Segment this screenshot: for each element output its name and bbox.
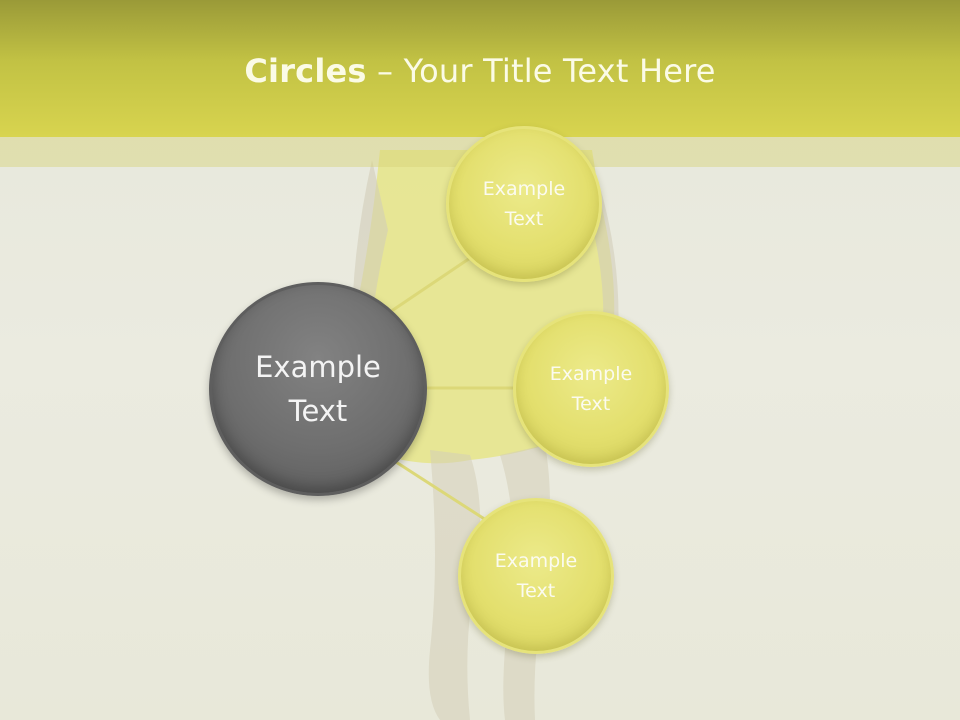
satellite-circle-label: Example Text: [494, 550, 578, 602]
center-circle[interactable]: Example Text: [209, 282, 427, 496]
slide-title-bold: Circles: [244, 52, 367, 90]
connector-line-1: [389, 252, 477, 314]
title-bar: [0, 0, 960, 137]
slide-title-rest: – Your Title Text Here: [366, 52, 716, 90]
satellite-circle-label: Example Text: [549, 363, 633, 415]
center-circle-label: Example Text: [255, 350, 381, 428]
satellite-circle-2[interactable]: Example Text: [513, 311, 669, 467]
satellite-circle-label: Example Text: [482, 178, 566, 230]
satellite-circle-1[interactable]: Example Text: [446, 126, 602, 282]
satellite-circle-3[interactable]: Example Text: [458, 498, 614, 654]
slide-title[interactable]: Circles – Your Title Text Here: [0, 52, 960, 90]
connector-line-3: [395, 460, 487, 522]
